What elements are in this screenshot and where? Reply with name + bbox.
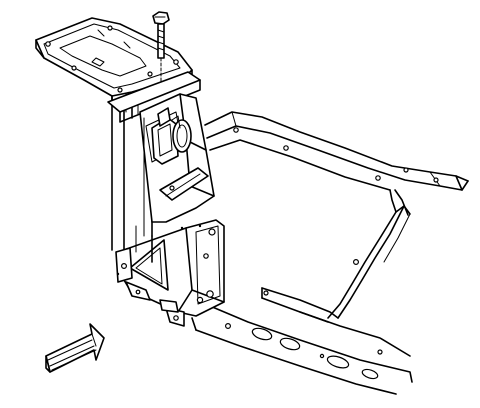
direction-arrow-icon	[45, 323, 105, 373]
bolt-icon	[152, 11, 170, 95]
frame-rail-icon	[191, 111, 469, 395]
mounting-bracket-assembly-icon	[107, 71, 225, 327]
